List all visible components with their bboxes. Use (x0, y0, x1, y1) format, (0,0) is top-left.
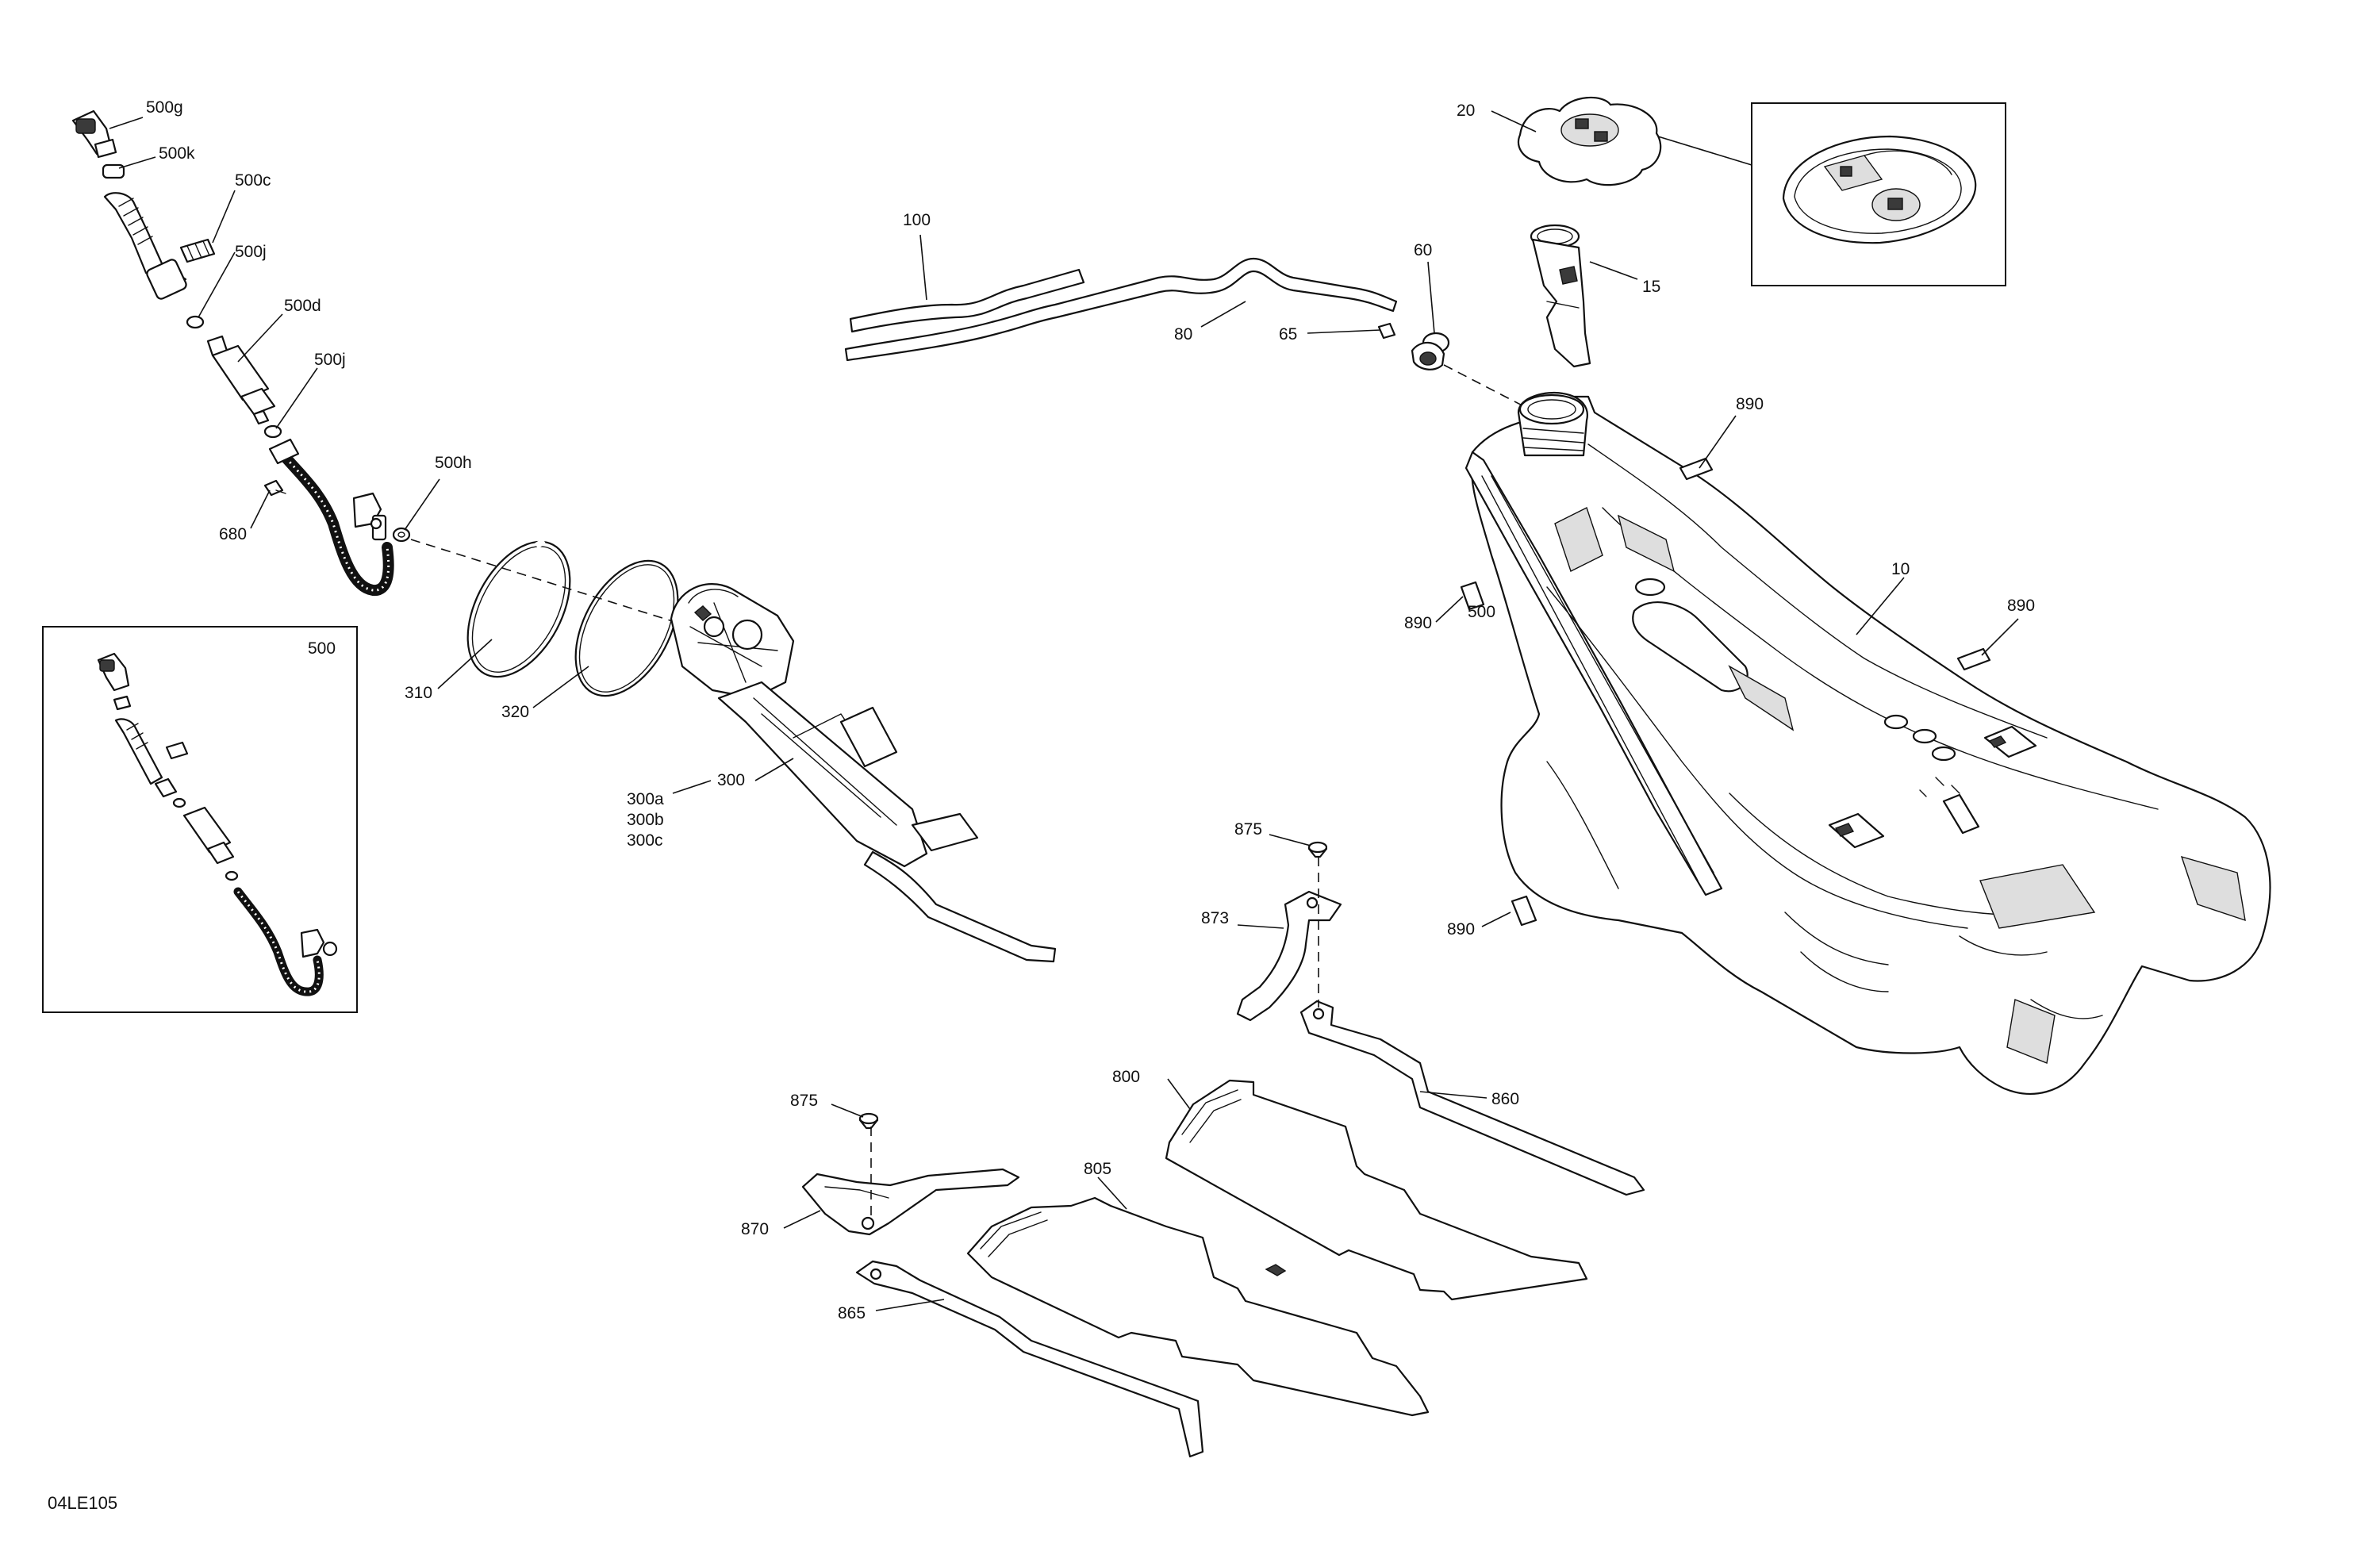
part-875-screw-upper[interactable] (1307, 841, 1328, 858)
label-873: 873 (1201, 909, 1229, 927)
part-20-fuel-cap[interactable] (1518, 96, 1662, 186)
part-500j-clamp-upper[interactable] (186, 315, 205, 329)
label-890-d: 890 (1447, 920, 1475, 938)
label-500k: 500k (159, 144, 195, 163)
inset-fuel-line-assembly[interactable] (97, 652, 338, 996)
part-fuel-hose-upper[interactable] (103, 192, 188, 300)
part-10-fuel-tank[interactable] (1464, 392, 2271, 1095)
label-500g: 500g (146, 98, 183, 117)
inset-500 (42, 626, 358, 1013)
part-310-retaining-ring[interactable] (447, 524, 591, 693)
part-quick-connector[interactable] (352, 492, 387, 541)
cap-detail-view[interactable] (1782, 135, 1977, 244)
part-890-spacer-c[interactable] (1956, 647, 1991, 671)
label-870: 870 (741, 1220, 769, 1238)
part-500d-fuel-filter[interactable] (206, 335, 276, 425)
label-320: 320 (501, 703, 529, 721)
part-805-heat-shield[interactable] (966, 1196, 1430, 1417)
label-875-upper: 875 (1234, 820, 1262, 839)
label-500j-lower: 500j (314, 351, 346, 369)
label-500c: 500c (235, 171, 271, 190)
part-890-spacer-d[interactable] (1511, 895, 1537, 927)
part-500c-sleeve[interactable] (179, 238, 216, 263)
label-890-b: 890 (1404, 614, 1432, 632)
label-15: 15 (1642, 278, 1660, 296)
part-800-heat-shield[interactable] (1165, 1079, 1588, 1301)
label-80: 80 (1174, 325, 1192, 344)
label-500-inset: 500 (308, 639, 336, 658)
part-320-seal-ring[interactable] (555, 543, 699, 712)
assembly-axis-line (410, 539, 691, 628)
cap-detail-line (1657, 136, 1752, 166)
part-865-bracket[interactable] (855, 1260, 1204, 1458)
part-corrugated-hose[interactable] (268, 438, 394, 596)
label-865: 865 (838, 1304, 866, 1322)
label-10: 10 (1891, 560, 1910, 578)
part-500g-elbow[interactable] (71, 109, 117, 159)
label-500h: 500h (435, 454, 472, 472)
part-80-vent-tube[interactable] (844, 257, 1398, 362)
part-500h-washer[interactable] (392, 527, 411, 543)
part-60-grommet[interactable] (1411, 332, 1450, 370)
label-60: 60 (1414, 241, 1432, 259)
part-860-bracket[interactable] (1299, 1000, 1645, 1196)
label-860: 860 (1491, 1090, 1519, 1108)
label-300: 300 (717, 771, 745, 789)
label-310: 310 (405, 684, 432, 702)
label-500j-upper: 500j (235, 243, 267, 261)
part-100-vent-hose[interactable] (849, 268, 1085, 333)
cap-detail-inset (1751, 102, 2006, 286)
label-100: 100 (903, 211, 931, 229)
fuel-line-assembly (71, 109, 691, 628)
label-500-tank: 500 (1468, 603, 1495, 621)
label-20: 20 (1457, 102, 1475, 120)
label-300b: 300b (627, 811, 664, 829)
label-65: 65 (1279, 325, 1297, 344)
part-870-bracket[interactable] (801, 1168, 1020, 1236)
part-500k-clip[interactable] (102, 163, 125, 179)
drawing-code: 04LE105 (48, 1493, 117, 1513)
part-890-spacer-a[interactable] (1679, 457, 1714, 481)
label-300c: 300c (627, 831, 663, 850)
label-300a: 300a (627, 790, 664, 808)
label-680: 680 (219, 525, 247, 543)
leader-lines (109, 110, 2019, 1311)
label-890-a: 890 (1736, 395, 1764, 413)
label-805: 805 (1084, 1160, 1111, 1178)
part-875-screw-lower[interactable] (858, 1112, 879, 1130)
part-15-filler-neck[interactable] (1530, 224, 1591, 368)
part-65-clip[interactable] (1377, 322, 1396, 340)
label-500d: 500d (284, 297, 321, 315)
part-890-spacer-b[interactable] (1460, 581, 1485, 611)
part-300-fuel-pump[interactable] (670, 583, 1057, 963)
label-875-lower: 875 (790, 1092, 818, 1110)
part-500j-clamp-lower[interactable] (263, 424, 282, 439)
label-800: 800 (1112, 1068, 1140, 1086)
part-873-bracket[interactable] (1236, 890, 1342, 1022)
label-890-c: 890 (2007, 597, 2035, 615)
part-labels: 500g 500k 500c 500j 500d 500j 500h 680 5… (146, 98, 2035, 1322)
